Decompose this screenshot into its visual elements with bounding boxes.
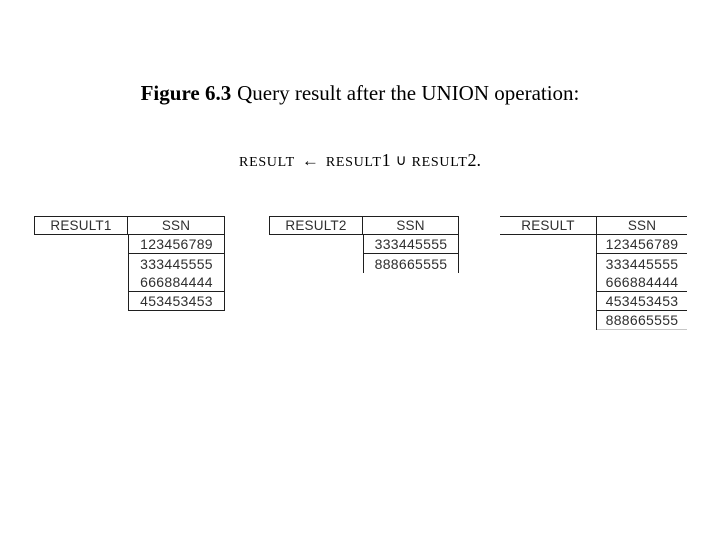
- table-row: 333445555: [140, 255, 213, 272]
- table-result2-name-header: RESULT2: [269, 216, 363, 235]
- table-result-union-ssn-column: 123456789 333445555 666884444 453453453 …: [596, 235, 687, 330]
- table-row: 453453453: [597, 292, 687, 311]
- table-row: 123456789: [129, 235, 224, 254]
- formula-operand2: RESULT: [411, 155, 468, 170]
- table-result-union-header-row: RESULT SSN: [500, 216, 687, 235]
- table-result-union-name-header: RESULT: [500, 216, 596, 235]
- table-result2-ssn-header: SSN: [363, 216, 459, 235]
- table-row: 888665555: [374, 255, 448, 272]
- table-row: 333445555: [364, 235, 458, 254]
- formula-operand1: RESULT: [325, 155, 382, 170]
- formula-operand2-number: 2: [467, 150, 477, 170]
- union-operator-icon: ∪: [395, 153, 407, 169]
- table-result1: RESULT1 SSN 123456789 333445555 66688444…: [34, 216, 225, 311]
- table-result-union-ssn-header: SSN: [596, 216, 687, 235]
- table-result2-header-row: RESULT2 SSN: [269, 216, 459, 235]
- figure-caption-text: Query result after the UNION operation:: [237, 81, 580, 105]
- table-result-union: RESULT SSN 123456789 333445555 666884444…: [500, 216, 687, 330]
- table-result1-name-header: RESULT1: [34, 216, 128, 235]
- table-result1-header-row: RESULT1 SSN: [34, 216, 225, 235]
- table-result1-ssn-column: 123456789 333445555 666884444 453453453: [128, 235, 225, 311]
- table-row: 333445555: [605, 255, 679, 272]
- formula-operand1-number: 1: [381, 150, 391, 170]
- table-row: 453453453: [129, 292, 224, 311]
- table-result2-ssn-column: 333445555 888665555: [363, 235, 459, 273]
- figure-caption-number: Figure 6.3: [140, 81, 232, 105]
- table-row: 666884444: [129, 273, 224, 292]
- formula-lhs: RESULT: [239, 155, 295, 170]
- table-result2: RESULT2 SSN 333445555 888665555: [269, 216, 459, 273]
- assignment-arrow-icon: ←: [301, 151, 319, 170]
- table-result1-ssn-header: SSN: [128, 216, 225, 235]
- formula-period: .: [476, 150, 481, 170]
- table-row: 888665555: [597, 311, 687, 330]
- table-row: 123456789: [597, 235, 687, 254]
- relational-algebra-expression: RESULT←RESULT1∪RESULT2.: [0, 148, 720, 175]
- table-row: 666884444: [597, 273, 687, 292]
